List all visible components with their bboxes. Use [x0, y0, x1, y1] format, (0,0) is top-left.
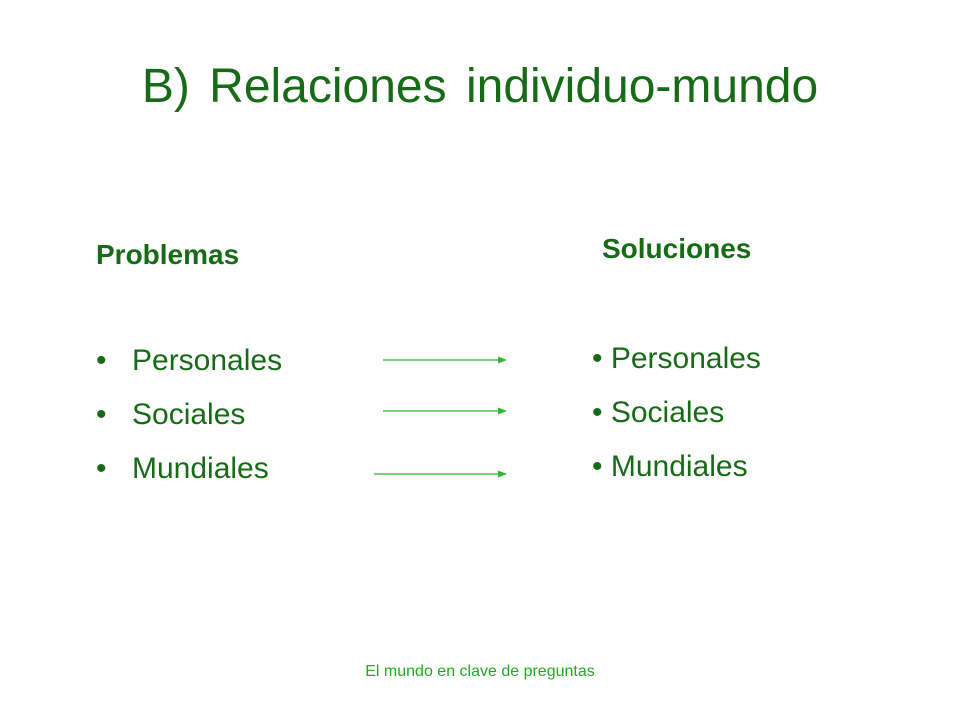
- solutions-item: • Sociales: [592, 392, 761, 446]
- solutions-heading: Soluciones: [602, 233, 752, 264]
- problems-item: • Sociales: [96, 394, 282, 448]
- bullet-icon: •: [592, 342, 611, 375]
- solutions-list: • Personales • Sociales • Mundiales: [592, 338, 761, 500]
- problems-list: • Personales • Sociales • Mundiales: [96, 340, 282, 502]
- solutions-item-label: Personales: [610, 342, 761, 375]
- arrow-icon: [383, 407, 507, 415]
- arrow-icon: [383, 356, 507, 364]
- bullet-icon: •: [96, 452, 107, 485]
- solutions-item: • Personales: [592, 338, 761, 392]
- bullet-icon: •: [96, 398, 107, 431]
- problems-item: • Mundiales: [96, 448, 282, 502]
- bullet-icon: •: [96, 344, 107, 377]
- problems-item-label: Mundiales: [132, 452, 269, 485]
- solutions-item-label: Sociales: [610, 396, 725, 429]
- bullet-icon: •: [592, 396, 611, 429]
- solutions-item: • Mundiales: [592, 446, 761, 500]
- bullet-icon: •: [592, 450, 611, 483]
- slide-title: B) Relaciones individuo-mundo: [141, 60, 819, 113]
- problems-item-label: Personales: [132, 344, 283, 377]
- footer-text: El mundo en clave de preguntas: [365, 663, 595, 680]
- arrow-icon: [374, 470, 507, 478]
- problems-heading: Problemas: [96, 239, 240, 270]
- solutions-item-label: Mundiales: [610, 450, 748, 483]
- problems-item: • Personales: [96, 340, 282, 394]
- problems-item-label: Sociales: [132, 398, 246, 431]
